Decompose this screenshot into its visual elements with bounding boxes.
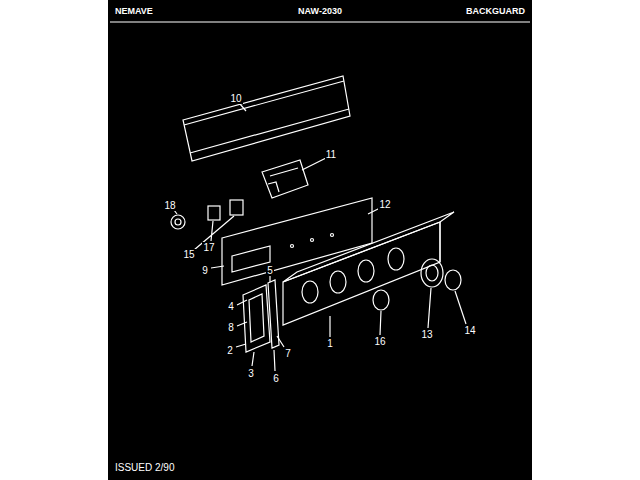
console-hole [302,281,318,303]
callout-number: 18 [163,200,176,211]
exploded-view [110,22,530,371]
callout-number: 12 [378,199,391,210]
knob [445,270,461,290]
trim-strip [268,280,279,348]
callout-number: 13 [420,329,433,340]
switch-part [230,200,243,215]
switch-part [175,219,181,225]
callout-number: 1 [326,338,334,349]
panel-window [232,246,270,272]
callout-number: 6 [272,373,280,384]
end-cap [243,285,270,352]
callout-number: 5 [266,265,274,276]
callout-number: 10 [229,93,242,104]
console-hole [388,248,404,270]
knob [421,259,443,287]
panel-dot [291,245,294,248]
callout-number: 14 [463,325,476,336]
console-top [283,212,454,282]
callout-number: 7 [284,348,292,359]
background-sheet [108,0,532,480]
callout-number: 16 [373,336,386,347]
header-text: BACKGUARD [465,6,526,17]
callout-number: 17 [202,242,215,253]
knob [373,290,389,310]
callout-number: 3 [247,368,255,379]
knob [426,265,438,281]
callout-number: 9 [201,265,209,276]
panel-dot [331,234,334,237]
callout-number: 11 [325,149,337,160]
timer-housing [262,160,308,198]
callout-number: 4 [227,301,235,312]
switch-part [171,215,185,229]
header-text: ISSUED 2/90 [114,462,175,473]
cover-edge [190,109,349,153]
console-hole [358,260,374,282]
callout-number: 2 [226,345,234,356]
callout-number: 8 [227,322,235,333]
cover-edge [184,81,344,125]
console-edge [439,222,440,262]
header-text: NAW-2030 [297,6,343,17]
switch-part [208,206,220,220]
console-hole [330,271,346,293]
callout-number: 15 [182,249,195,260]
panel-dot [311,239,314,242]
top-cover [183,76,350,161]
end-cap-inner [249,294,264,342]
header-text: NEMAVE [114,6,154,17]
header-rule [110,21,530,22]
leader-line [174,104,466,371]
